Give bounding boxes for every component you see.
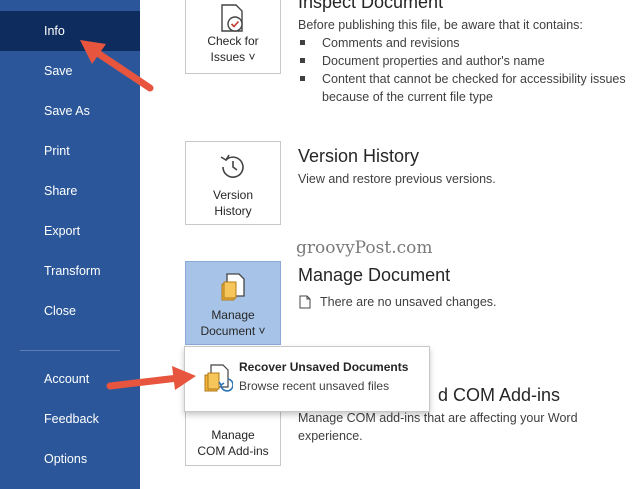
sidebar-item-account[interactable]: Account (44, 372, 90, 386)
com-addins-label-1: Manage (211, 428, 255, 442)
list-item: Document properties and author's name (298, 52, 638, 70)
inspect-bullet-list: Comments and revisions Document properti… (298, 34, 638, 106)
manage-document-label-2: Document ˅ (200, 324, 266, 338)
version-history-label-2: History (214, 204, 252, 218)
recover-unsaved-documents-title: Recover Unsaved Documents (239, 360, 409, 374)
manage-document-title: Manage Document (298, 265, 451, 285)
history-clock-icon (220, 154, 244, 178)
sidebar-item-options[interactable]: Options (44, 452, 88, 466)
recover-unsaved-documents-item[interactable]: Recover Unsaved Documents Browse recent … (189, 351, 425, 407)
version-history-button[interactable]: Version History (185, 141, 281, 225)
list-item: Content that cannot be checked for acces… (298, 70, 638, 106)
backstage-sidebar: Info Save Save As Print Share Export Tra… (0, 0, 140, 489)
version-history-title: Version History (298, 146, 420, 166)
sidebar-item-save[interactable]: Save (44, 64, 73, 78)
manage-document-icon (221, 273, 245, 301)
sidebar-item-close[interactable]: Close (44, 304, 76, 318)
manage-document-status: There are no unsaved changes. (320, 295, 497, 309)
sidebar-item-print[interactable]: Print (44, 144, 70, 158)
inspect-document-title: Inspect Document (298, 0, 444, 12)
sidebar-item-save-as[interactable]: Save As (44, 104, 90, 118)
sidebar-item-transform[interactable]: Transform (44, 264, 101, 278)
sidebar-item-export[interactable]: Export (44, 224, 81, 238)
sidebar-item-info[interactable]: Info (0, 11, 140, 51)
sidebar-item-feedback[interactable]: Feedback (44, 412, 99, 426)
version-history-label-1: Version (212, 188, 254, 202)
com-addins-description: Manage COM add-ins that are affecting yo… (298, 411, 578, 443)
document-status-icon (299, 295, 311, 309)
recover-documents-icon (204, 364, 233, 392)
check-for-issues-label-1: Check for (207, 34, 259, 48)
manage-document-dropdown: Recover Unsaved Documents Browse recent … (184, 346, 430, 412)
info-pane: Check for Issues ˅ Inspect Document Befo… (140, 0, 638, 489)
list-item: Comments and revisions (298, 34, 638, 52)
recover-unsaved-documents-description: Browse recent unsaved files (239, 379, 390, 393)
check-for-issues-button[interactable]: Check for Issues ˅ (185, 0, 281, 74)
version-history-description: View and restore previous versions. (298, 172, 496, 186)
sidebar-divider (20, 350, 120, 351)
watermark-text: groovyPost.com (296, 238, 433, 258)
manage-document-label-1: Manage (211, 308, 255, 322)
com-addins-title: d COM Add-ins (438, 385, 561, 405)
check-for-issues-label-2: Issues ˅ (210, 50, 256, 64)
manage-document-button[interactable]: Manage Document ˅ (185, 261, 281, 345)
com-addins-label-2: COM Add-ins (197, 444, 269, 458)
inspect-document-description: Before publishing this file, be aware th… (298, 18, 583, 32)
sidebar-item-share[interactable]: Share (44, 184, 78, 198)
inspect-document-icon (221, 4, 243, 32)
